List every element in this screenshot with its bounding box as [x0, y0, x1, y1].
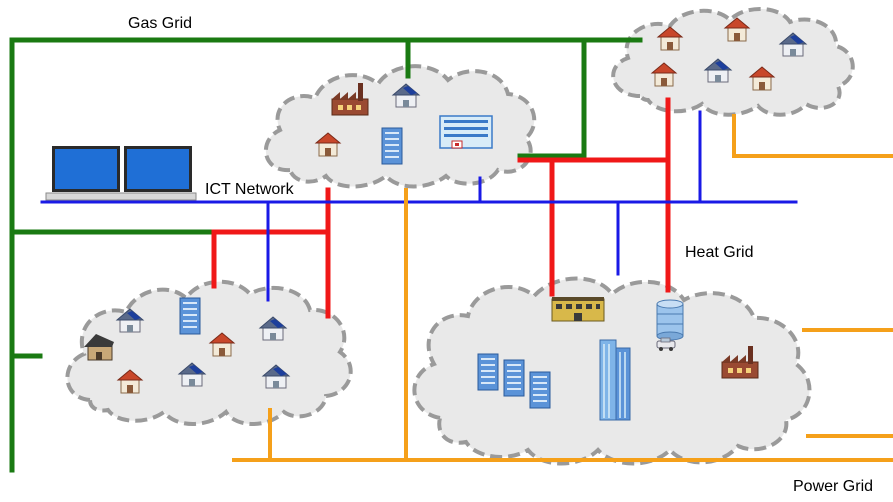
office-building-icon — [477, 353, 499, 391]
gas-grid-lines — [9, 37, 643, 473]
power-grid-label: Power Grid — [793, 478, 873, 495]
office-building-icon — [503, 359, 525, 397]
storage-tank-icon — [656, 299, 684, 341]
heat-grid-lines — [211, 97, 671, 319]
office-building-icon — [551, 296, 605, 322]
office-building-icon — [381, 127, 403, 165]
dual-monitor-icon — [45, 146, 197, 201]
power-grid-lines — [232, 114, 893, 462]
ict-network-lines — [40, 110, 798, 302]
hospital-icon — [439, 115, 493, 149]
skyscraper-icon — [599, 339, 631, 421]
ict-network-label: ICT Network — [205, 181, 295, 198]
office-building-icon — [179, 297, 201, 335]
gas-grid-label: Gas Grid — [128, 15, 192, 32]
heat-grid-label: Heat Grid — [685, 244, 753, 261]
cloud-district-center — [263, 64, 537, 189]
office-building-icon — [529, 371, 551, 409]
